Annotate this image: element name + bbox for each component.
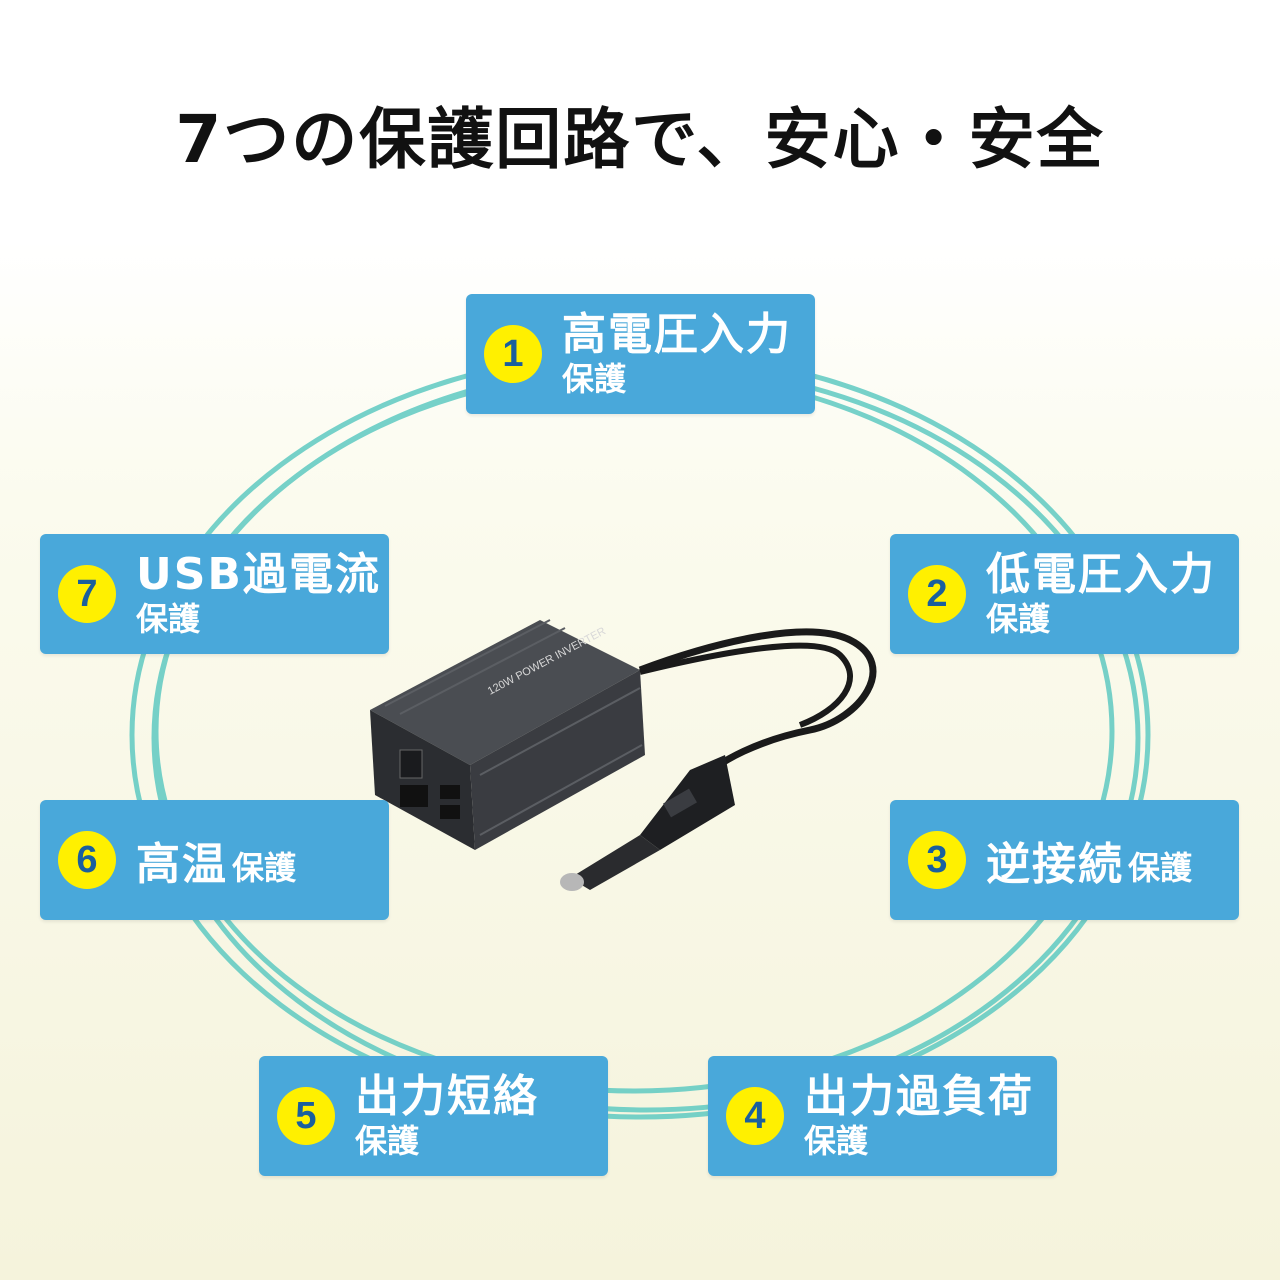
item-subtitle: 保護 bbox=[986, 599, 1051, 638]
title-band bbox=[0, 0, 1280, 240]
item-subtitle: 保護 bbox=[1128, 849, 1193, 887]
protection-item-7: 7 USB過電流 保護 bbox=[40, 534, 389, 654]
protection-item-3: 3 逆接続 保護 bbox=[890, 800, 1239, 920]
item-title: 出力過負荷 bbox=[804, 1071, 1034, 1123]
power-inverter-image: 120W POWER INVERTER bbox=[370, 619, 877, 891]
protection-item-1: 1 高電圧入力 保護 bbox=[466, 294, 815, 414]
number-badge: 7 bbox=[58, 565, 116, 623]
item-title: 低電圧入力 bbox=[986, 549, 1216, 601]
protection-item-4: 4 出力過負荷 保護 bbox=[708, 1056, 1057, 1176]
number-badge: 1 bbox=[484, 325, 542, 383]
item-title: 高温 bbox=[136, 839, 228, 890]
protection-item-6: 6 高温 保護 bbox=[40, 800, 389, 920]
item-subtitle: 保護 bbox=[136, 599, 201, 638]
number-badge: 5 bbox=[277, 1087, 335, 1145]
item-subtitle: 保護 bbox=[232, 849, 297, 887]
number-badge: 3 bbox=[908, 831, 966, 889]
number-badge: 6 bbox=[58, 831, 116, 889]
protection-item-2: 2 低電圧入力 保護 bbox=[890, 534, 1239, 654]
number-badge: 4 bbox=[726, 1087, 784, 1145]
item-title: USB過電流 bbox=[136, 549, 381, 601]
item-subtitle: 保護 bbox=[562, 359, 627, 398]
item-title: 出力短絡 bbox=[355, 1071, 539, 1123]
item-title: 逆接続 bbox=[986, 839, 1124, 890]
protection-item-5: 5 出力短絡 保護 bbox=[259, 1056, 608, 1176]
page-title: 7つの保護回路で、安心・安全 bbox=[175, 101, 1105, 178]
number-badge: 2 bbox=[908, 565, 966, 623]
item-title: 高電圧入力 bbox=[562, 309, 792, 361]
item-subtitle: 保護 bbox=[355, 1121, 420, 1160]
item-subtitle: 保護 bbox=[804, 1121, 869, 1160]
